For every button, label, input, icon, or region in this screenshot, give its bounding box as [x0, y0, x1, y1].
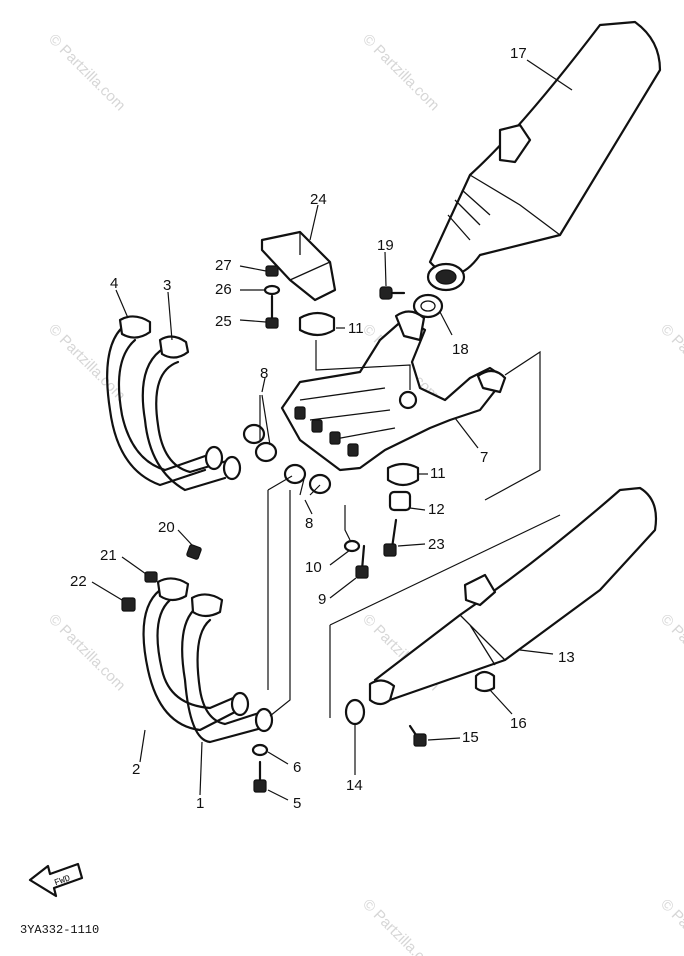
nut-27[interactable]: [265, 265, 279, 277]
bolt-23[interactable]: [383, 518, 398, 557]
callout-8-lower[interactable]: 8: [305, 515, 313, 532]
callout-20[interactable]: 20: [158, 519, 175, 536]
callout-11-upper[interactable]: 11: [348, 320, 364, 337]
callout-26[interactable]: 26: [215, 281, 232, 298]
gasket-8-upper-b[interactable]: [254, 441, 278, 463]
callout-12[interactable]: 12: [428, 501, 445, 518]
callout-2[interactable]: 2: [132, 761, 140, 778]
assembly-lines: [259, 340, 561, 718]
callout-25[interactable]: 25: [215, 313, 232, 330]
watermark-1: © Partzilla.com: [45, 31, 128, 114]
callout-9[interactable]: 9: [318, 591, 326, 608]
callout-8-upper[interactable]: 8: [260, 365, 268, 382]
nut-22[interactable]: [121, 597, 136, 612]
callout-4[interactable]: 4: [110, 275, 118, 292]
gasket-18[interactable]: [412, 293, 444, 319]
callout-22[interactable]: 22: [70, 573, 87, 590]
drawing-code: 3YA332-1110: [20, 923, 99, 937]
bolt-25[interactable]: [265, 294, 279, 329]
callout-11-lower[interactable]: 11: [430, 465, 446, 482]
callout-15[interactable]: 15: [462, 729, 479, 746]
callout-23[interactable]: 23: [428, 536, 445, 553]
callout-14[interactable]: 14: [346, 777, 363, 794]
bolt-19[interactable]: [379, 286, 406, 300]
gasket-14[interactable]: [344, 698, 366, 726]
watermark-7: © Partzilla.com: [359, 896, 442, 956]
watermark-2: © Partzilla.com: [359, 31, 442, 114]
muffler-upper-17[interactable]: [426, 20, 662, 292]
callout-19[interactable]: 19: [377, 237, 394, 254]
bolt-21[interactable]: [144, 571, 158, 583]
callout-7[interactable]: 7: [480, 449, 488, 466]
callout-18[interactable]: 18: [452, 341, 469, 358]
muffler-lower-13[interactable]: [373, 486, 658, 702]
washer-10[interactable]: [343, 539, 361, 553]
gasket-8-upper-a[interactable]: [242, 423, 266, 445]
callout-10[interactable]: 10: [305, 559, 322, 576]
muffler-clamp: [368, 679, 396, 706]
callout-labels: 17 24 27 26 25 19 18 11 4 3 8 7 11 12 23…: [70, 45, 575, 812]
watermark-5: © Partzilla.com: [45, 611, 128, 694]
exhaust-pipe-4[interactable]: [106, 315, 224, 487]
callout-5[interactable]: 5: [293, 795, 301, 812]
collar-12[interactable]: [388, 490, 412, 512]
bolt-5[interactable]: [253, 760, 267, 793]
callout-6[interactable]: 6: [293, 759, 301, 776]
washer-26[interactable]: [263, 284, 281, 296]
callout-3[interactable]: 3: [163, 277, 171, 294]
watermark-8: © Partzilla.com: [657, 321, 684, 404]
callout-27[interactable]: 27: [215, 257, 232, 274]
bolt-9[interactable]: [355, 544, 369, 579]
callout-16[interactable]: 16: [510, 715, 527, 732]
callout-21[interactable]: 21: [100, 547, 117, 564]
collector-7[interactable]: [280, 310, 507, 472]
gasket-8-lower-a[interactable]: [283, 463, 307, 485]
callout-17[interactable]: 17: [510, 45, 527, 62]
exhaust-pipe-3[interactable]: [141, 335, 242, 492]
leader-lines: [91, 59, 573, 801]
washer-6[interactable]: [251, 743, 269, 757]
callout-13[interactable]: 13: [558, 649, 575, 666]
grommet-11-upper[interactable]: [298, 311, 336, 337]
damper-16[interactable]: [474, 670, 496, 693]
watermark-10: © Partzilla.com: [657, 896, 684, 956]
callout-24[interactable]: 24: [310, 191, 327, 208]
gasket-8-lower-b[interactable]: [308, 473, 332, 495]
fwd-arrow-icon: FWD: [28, 862, 84, 898]
nut-20[interactable]: [186, 544, 202, 560]
callout-1[interactable]: 1: [196, 795, 204, 812]
watermark-9: © Partzilla.com: [657, 611, 684, 694]
bolt-15[interactable]: [408, 724, 427, 747]
grommet-11-lower[interactable]: [386, 462, 420, 487]
exhaust-pipe-1[interactable]: [181, 593, 274, 744]
bracket-24[interactable]: [260, 230, 337, 302]
exhaust-pipe-2[interactable]: [142, 577, 250, 732]
